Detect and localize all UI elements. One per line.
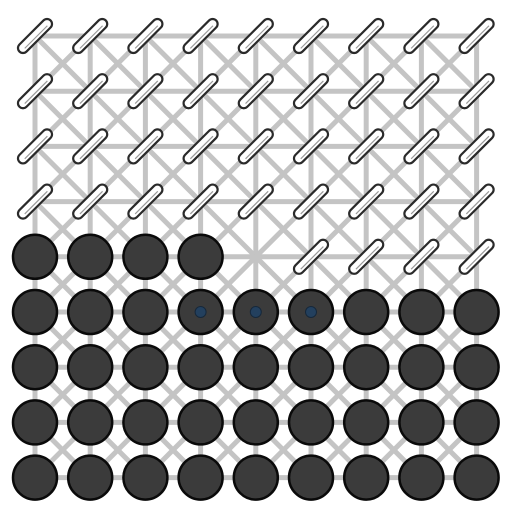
sphere-particle xyxy=(68,290,112,334)
sphere-center-dot xyxy=(306,307,317,318)
sphere-particle xyxy=(399,400,443,444)
sphere-particle xyxy=(399,345,443,389)
sphere-particle xyxy=(68,456,112,500)
sphere-particle xyxy=(455,400,499,444)
sphere-particle xyxy=(13,345,57,389)
sphere-particle xyxy=(123,456,167,500)
sphere-particle xyxy=(289,345,333,389)
sphere-particle xyxy=(123,345,167,389)
sphere-particle xyxy=(13,456,57,500)
sphere-particle xyxy=(179,345,223,389)
sphere-particle xyxy=(399,456,443,500)
sphere-particle xyxy=(344,345,388,389)
sphere-particle xyxy=(455,456,499,500)
sphere-particle xyxy=(13,290,57,334)
sphere-particle xyxy=(68,345,112,389)
sphere-particle xyxy=(68,400,112,444)
sphere-particle xyxy=(289,456,333,500)
sphere-particle xyxy=(455,290,499,334)
sphere-particle xyxy=(344,400,388,444)
sphere-particle xyxy=(234,345,278,389)
sphere-particle xyxy=(179,456,223,500)
sphere-particle xyxy=(344,290,388,334)
sphere-particle xyxy=(399,290,443,334)
sphere-particle xyxy=(13,235,57,279)
sphere-particle xyxy=(179,400,223,444)
sphere-particle xyxy=(13,400,57,444)
sphere-center-dot xyxy=(195,307,206,318)
sphere-particle xyxy=(179,235,223,279)
sphere-particle xyxy=(234,456,278,500)
sphere-particle xyxy=(123,400,167,444)
sphere-particle xyxy=(234,400,278,444)
sphere-particle xyxy=(344,456,388,500)
sphere-particle xyxy=(123,235,167,279)
sphere-particle xyxy=(123,290,167,334)
sphere-particle xyxy=(455,345,499,389)
sphere-particle xyxy=(289,400,333,444)
sphere-center-dot xyxy=(250,307,261,318)
sphere-particle xyxy=(68,235,112,279)
